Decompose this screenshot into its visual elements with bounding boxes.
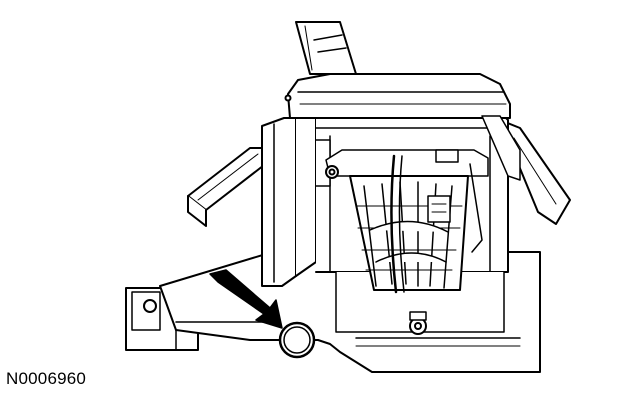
mounting-stud [409, 311, 427, 335]
shifter-cover [284, 73, 521, 181]
figure-id-label: N0006960 [6, 369, 87, 388]
shifter-mechanism [325, 149, 489, 294]
pointer-arrow [209, 269, 283, 329]
access-plug [278, 321, 316, 359]
shift-lever [295, 21, 357, 75]
left-trim-panel [187, 147, 269, 227]
